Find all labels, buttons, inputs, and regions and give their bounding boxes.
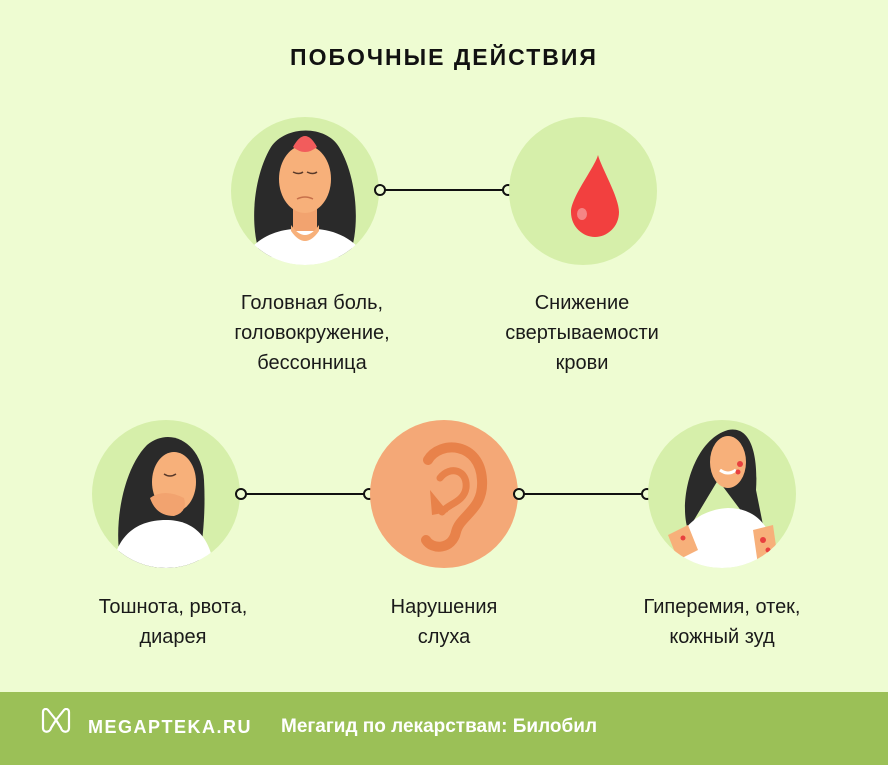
connector-line — [245, 493, 365, 495]
page-title: ПОБОЧНЫЕ ДЕЙСТВИЯ — [290, 44, 598, 70]
label-line: Снижение — [534, 292, 630, 314]
connector-dot — [374, 184, 386, 196]
footer-brand-link[interactable]: MEGAPTEKA.RU — [88, 717, 253, 737]
label-headache: Головная боль, головокружение, бессонниц… — [182, 288, 442, 378]
label-blood: Снижение свертываемости крови — [452, 288, 712, 378]
label-nausea: Тошнота, рвота, диарея — [43, 592, 303, 652]
nausea-illustration — [92, 420, 240, 568]
footer-bar: MEGAPTEKA.RU Мегагид по лекарствам: Било… — [0, 692, 888, 765]
connector-dot — [235, 488, 247, 500]
label-line: слуха — [417, 626, 471, 648]
footer-subtitle: Мегагид по лекарствам: Билобил — [281, 716, 598, 737]
label-line: крови — [555, 352, 609, 374]
blood-drop-icon — [571, 155, 619, 237]
label-line: Тошнота, рвота, — [98, 596, 248, 618]
connector-line — [384, 189, 504, 191]
megapteka-logo-icon[interactable] — [40, 708, 72, 734]
headache-illustration — [231, 117, 379, 265]
label-line: Гиперемия, отек, — [643, 596, 801, 618]
label-line: бессонница — [257, 352, 367, 374]
ear-circle — [370, 420, 518, 568]
label-hearing: Нарушения слуха — [314, 592, 574, 652]
blood-drop-circle — [509, 117, 657, 265]
label-skin: Гиперемия, отек, кожный зуд — [592, 592, 852, 652]
label-line: свертываемости — [505, 322, 659, 344]
skin-rash-illustration — [648, 420, 796, 568]
label-line: диарея — [139, 626, 207, 648]
label-line: кожный зуд — [669, 626, 775, 648]
ear-icon — [421, 442, 488, 552]
label-line: Нарушения — [390, 596, 498, 618]
label-line: Головная боль, — [240, 292, 384, 314]
label-line: головокружение, — [234, 322, 390, 344]
connector-dot — [513, 488, 525, 500]
connector-line — [523, 493, 643, 495]
